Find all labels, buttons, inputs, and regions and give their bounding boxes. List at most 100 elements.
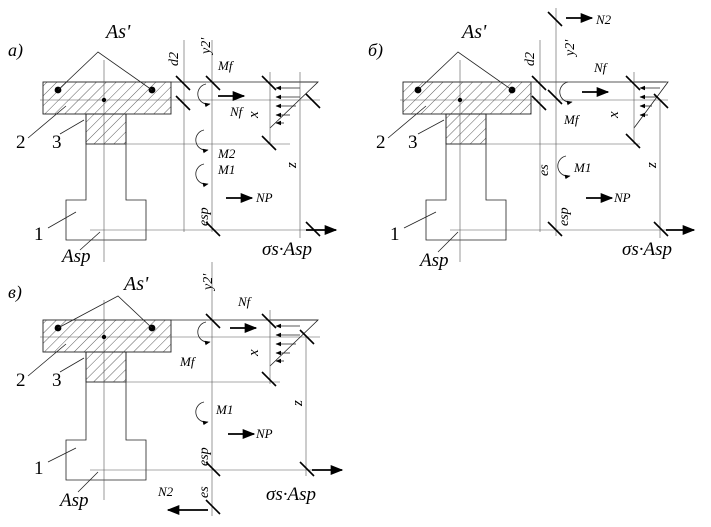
panel-v-m1: M1 (215, 402, 233, 417)
panel-v-web-outline (65, 352, 147, 481)
panel-b-stress-arrows (639, 85, 660, 118)
panel-v-m1-arc (195, 401, 209, 426)
panel-v-z: z (290, 400, 306, 407)
panel-v-mf: Mf (179, 354, 197, 369)
panel-a-mf: Mf (217, 58, 235, 73)
panel-a-tick-d2a (175, 75, 191, 91)
panel-v-tick-x1 (261, 313, 277, 329)
panel-b-asp-leader (437, 231, 459, 253)
panel-a-num-1: 1 (34, 224, 44, 245)
panel-v-x: x (246, 349, 262, 357)
panel-a-stress-block (269, 81, 319, 129)
panel-b-leader-1 (403, 211, 437, 229)
panel-a-z: z (284, 162, 300, 169)
panel-b-center-dot (457, 97, 463, 103)
panel-v-tick-es (205, 499, 221, 515)
panel-a-d2: d2 (167, 52, 182, 66)
panel-v: в) As' 2 3 1 Asp (8, 262, 344, 516)
panel-b-stress-block (633, 81, 669, 129)
panel-a-esp: esp (197, 207, 212, 226)
panel-a-m1-arc (195, 163, 209, 188)
panel-a-tick-d2b (175, 95, 191, 111)
panel-a-as-top: As' (104, 21, 131, 43)
panel-v-tick-y2 (205, 313, 221, 329)
panel-a-np: NP (255, 190, 273, 205)
panel-v-leader-2 (27, 343, 67, 377)
panel-b-es: es (537, 164, 552, 176)
panel-b-leader-2 (387, 105, 427, 139)
panel-v-web (85, 351, 127, 383)
panel-a-tick-y2 (205, 75, 221, 91)
panel-v-n2: N2 (157, 484, 174, 499)
panel-a-center-dot (101, 97, 107, 103)
panel-v-center-dot (101, 334, 107, 340)
panel-b-tick-d2a (531, 75, 547, 91)
panel-a-sigma: σs·Asp (262, 239, 312, 260)
panel-a-stress-arrows (275, 85, 300, 126)
panel-a-num-3: 3 (52, 132, 62, 153)
panel-v-stress-block (269, 319, 319, 367)
panel-b-num-2: 2 (376, 132, 386, 153)
panel-a-m2-arc (195, 129, 209, 154)
panel-b-x: x (606, 111, 622, 119)
panel-v-num-1: 1 (34, 458, 44, 479)
panel-b-np: NP (613, 190, 631, 205)
panel-a-nf: Nf (229, 104, 245, 119)
panel-b-n2: N2 (595, 12, 612, 27)
panel-v-nf: Nf (237, 294, 253, 309)
panel-b-tick-d2b (531, 95, 547, 111)
panel-v-es: es (197, 486, 212, 498)
panel-b-flange (402, 81, 532, 115)
panel-v-as-top: As' (122, 273, 149, 295)
panel-v-tick-x2 (261, 371, 277, 387)
panel-b-nf: Nf (593, 60, 609, 75)
panel-a-tick-x2 (261, 135, 277, 151)
panel-b-z: z (644, 162, 660, 169)
panel-b-m1-arc (557, 155, 571, 180)
panel-a-x: x (246, 111, 262, 119)
panel-b-mf-arc (559, 81, 573, 106)
panel-a-as-leader (57, 51, 153, 91)
panel-b-tick-esp (547, 221, 563, 237)
panel-b-asp: Asp (418, 250, 449, 271)
panel-a-web (85, 113, 127, 145)
panel-a-tick-z1 (305, 93, 321, 109)
panel-a-m1: M1 (217, 162, 235, 177)
panel-v-as-leader (57, 295, 153, 329)
panel-b: б) As' 2 3 1 Asp x (368, 8, 696, 271)
panel-b-web (445, 113, 487, 145)
panel-a-m2: M2 (217, 146, 236, 161)
panel-v-sigma: σs·Asp (266, 484, 316, 505)
panel-v-asp: Asp (58, 490, 89, 511)
panel-a-mf-arc (197, 83, 211, 108)
panel-a-tick-z2 (305, 221, 321, 237)
panel-a-y2: y2' (199, 37, 214, 56)
panel-b-leader-3 (417, 119, 445, 135)
panel-b-label: б) (368, 40, 383, 61)
panel-b-y2: y2' (563, 39, 578, 58)
panel-a-tick-x1 (261, 75, 277, 91)
panel-v-tick-z2 (299, 461, 315, 477)
panel-b-web-outline (425, 114, 507, 241)
panel-a-leader-3 (59, 119, 85, 135)
panel-v-y2: y2' (201, 273, 216, 292)
panel-b-tick-n2 (547, 11, 563, 27)
panel-v-mf-arc (197, 321, 211, 346)
panel-a-asp: Asp (60, 246, 91, 267)
panel-v-np: NP (255, 426, 273, 441)
panel-v-num-3: 3 (52, 370, 62, 391)
panel-b-mf: Mf (563, 112, 581, 127)
panel-v-leader-3 (59, 357, 85, 373)
panel-b-tick-x2 (625, 133, 641, 149)
panel-v-stress-arrows (275, 323, 300, 364)
panel-v-tick-z1 (299, 329, 315, 345)
panel-b-as-top: As' (460, 21, 487, 43)
panel-v-asp-leader (77, 471, 99, 493)
panel-b-d2: d2 (523, 52, 538, 66)
panel-a-asp-leader (79, 231, 101, 251)
panel-v-esp: esp (197, 447, 212, 466)
panel-a-web-outline (65, 114, 147, 241)
panel-b-tick-z1 (653, 93, 669, 109)
